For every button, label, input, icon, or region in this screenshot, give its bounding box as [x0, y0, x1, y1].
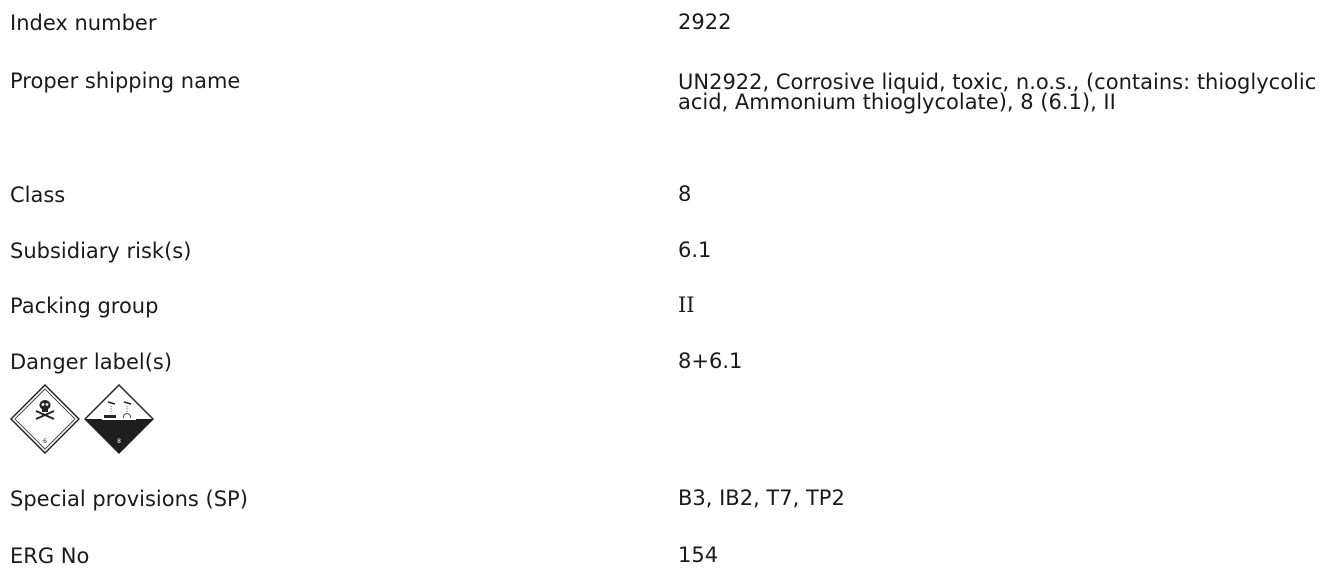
field-value: UN2922, Corrosive liquid, toxic, n.o.s.,…: [678, 70, 1317, 114]
field-label: Packing group: [10, 294, 159, 318]
field-label: Danger label(s): [10, 350, 173, 374]
row-erg-no: ERG No 154: [10, 543, 1323, 568]
row-special-provisions: Special provisions (SP) B3, IB2, T7, TP2: [10, 486, 1323, 511]
row-packing-group: Packing group II: [10, 293, 1323, 318]
field-label: Proper shipping name: [10, 69, 241, 93]
field-value: 6.1: [678, 238, 712, 262]
placard-number: 8: [117, 438, 121, 445]
field-value: 2922: [678, 10, 732, 34]
toxic-skull-placard-icon: 6: [10, 384, 80, 454]
corrosive-placard-icon: 8: [84, 384, 154, 454]
field-label: Special provisions (SP): [10, 487, 248, 511]
row-proper-shipping-name: Proper shipping name UN2922, Corrosive l…: [10, 69, 1323, 114]
field-value: 8: [678, 182, 692, 206]
row-index-number: Index number 2922: [10, 10, 1323, 35]
placard-number: 6: [43, 438, 47, 445]
row-subsidiary-risks: Subsidiary risk(s) 6.1: [10, 238, 1323, 263]
field-value: 8+6.1: [678, 349, 743, 373]
field-value: 154: [678, 543, 719, 567]
field-value: B3, IB2, T7, TP2: [678, 486, 845, 510]
row-class: Class 8: [10, 182, 1323, 207]
row-danger-labels: Danger label(s) 8+6.1: [10, 349, 1323, 374]
field-label: Index number: [10, 11, 157, 35]
field-label: ERG No: [10, 544, 90, 568]
field-label: Subsidiary risk(s): [10, 239, 192, 263]
field-value: II: [678, 293, 695, 317]
field-label: Class: [10, 183, 66, 207]
danger-label-placards: 6 8: [10, 384, 154, 454]
